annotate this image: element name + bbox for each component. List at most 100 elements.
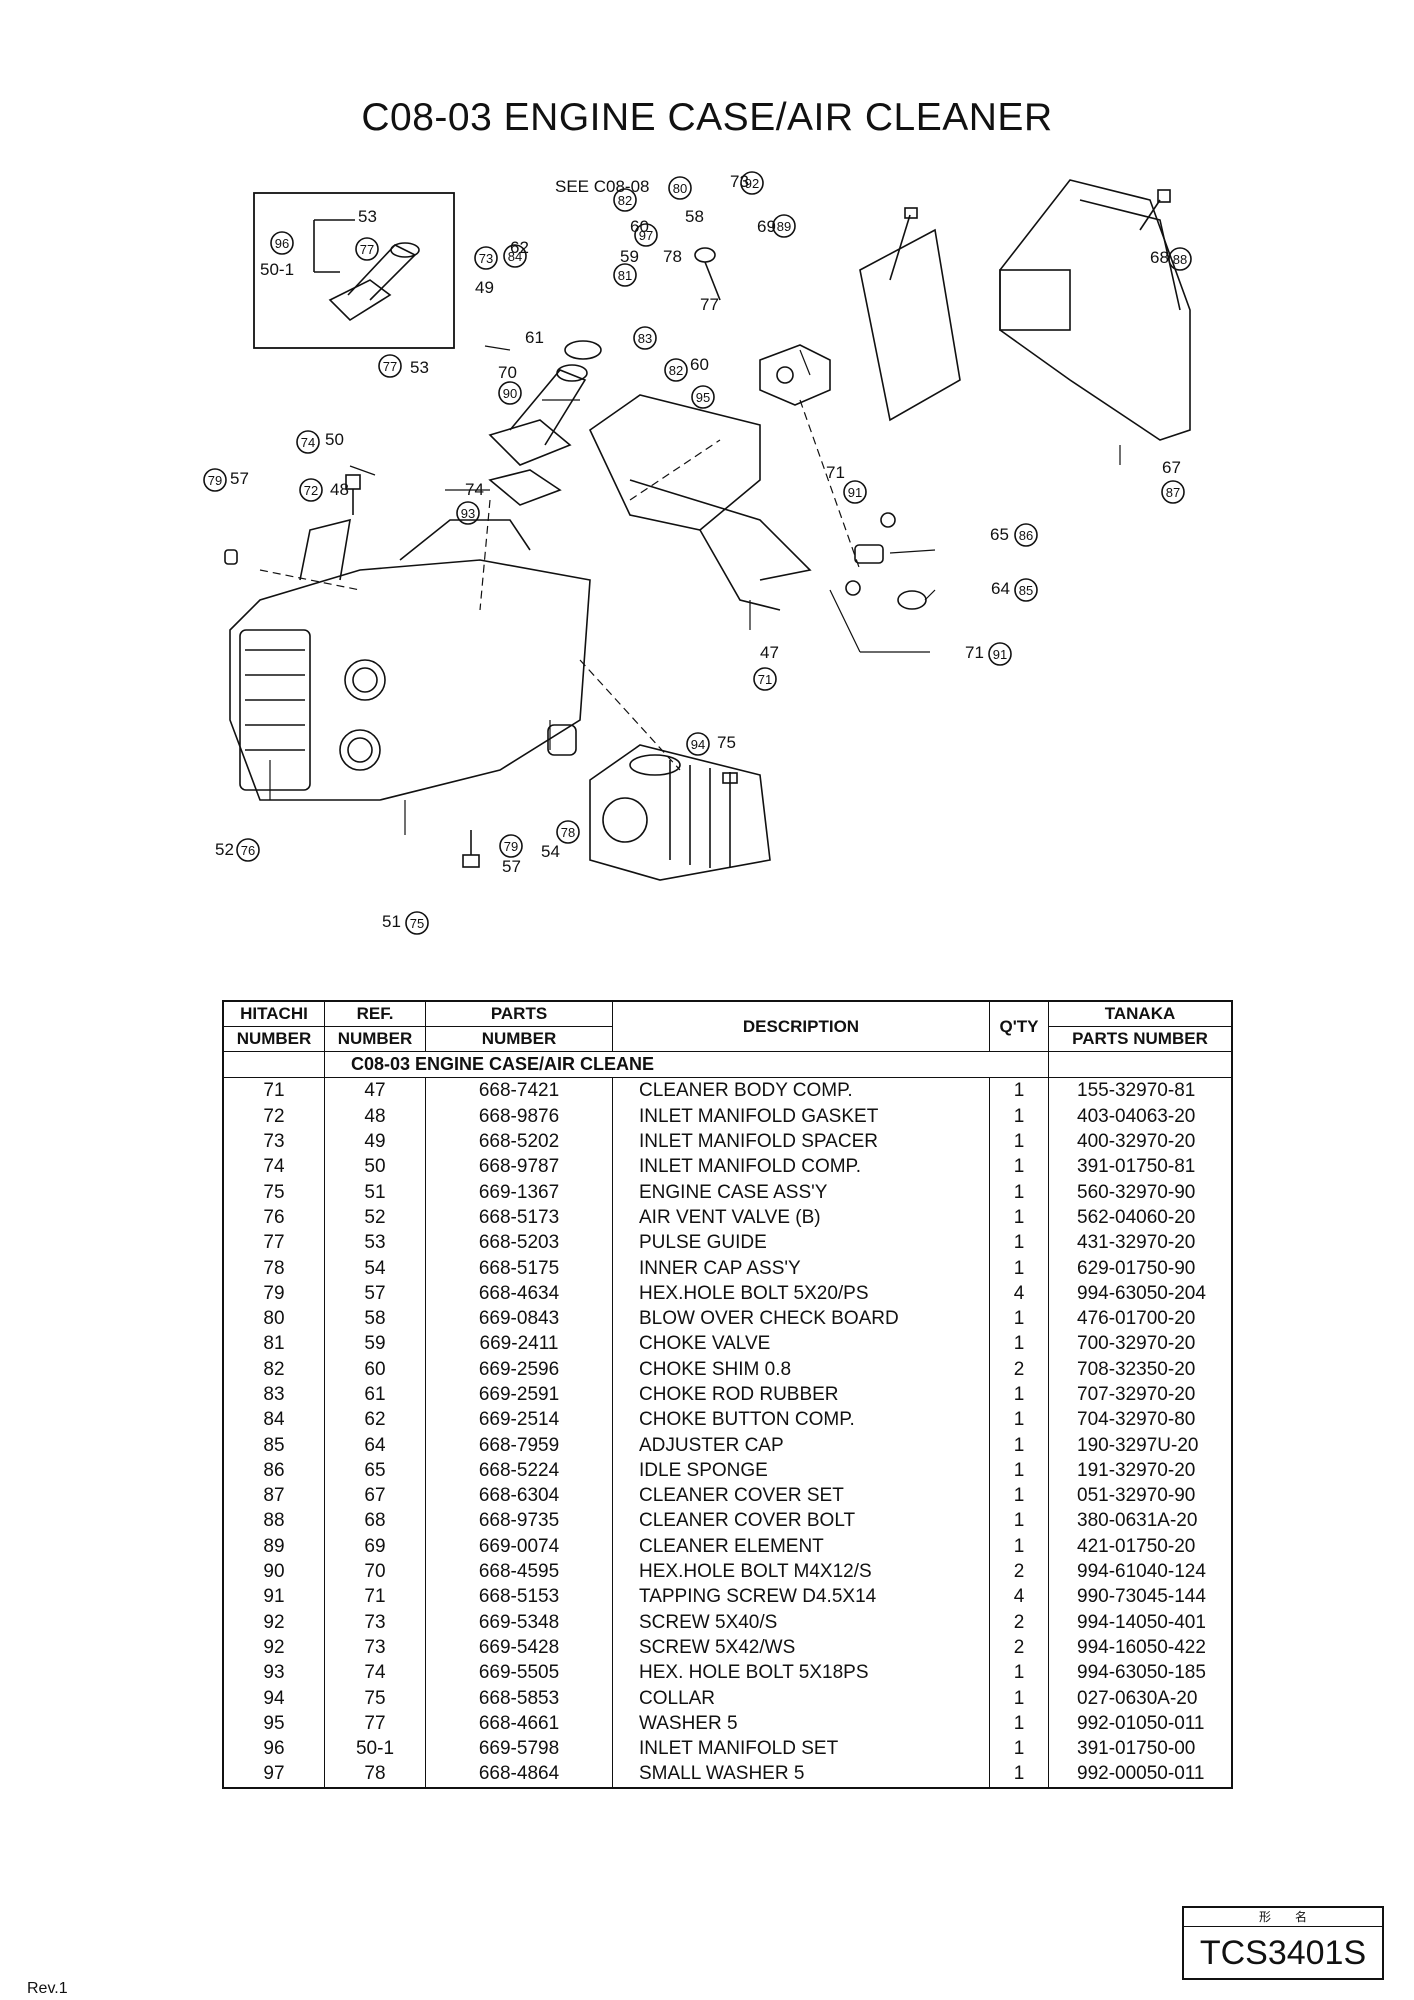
hitachi-number-cell: 92 (222, 1609, 325, 1635)
qty-cell: 1 (989, 1381, 1049, 1408)
circle-83: 83 (638, 331, 652, 346)
tanaka-number-cell: 560-32970-90 (1048, 1179, 1233, 1205)
description-cell: COLLAR (612, 1685, 990, 1711)
ref-number-cell: 53 (324, 1230, 426, 1256)
cleaner-body-drawing (588, 394, 812, 611)
description-cell: SMALL WASHER 5 (612, 1761, 990, 1788)
label-64: 64 (991, 579, 1010, 598)
choke-button-drawing (694, 247, 721, 301)
description-cell: INNER CAP ASS'Y (612, 1255, 990, 1281)
circle-77b: 77 (383, 359, 397, 374)
hitachi-number-cell: 76 (222, 1204, 325, 1231)
qty-cell: 1 (989, 1128, 1049, 1155)
hitachi-number-cell: 88 (222, 1508, 325, 1534)
description-cell: ENGINE CASE ASS'Y (612, 1179, 990, 1205)
parts-number-cell: 669-5348 (425, 1609, 613, 1635)
ref-number-cell: 65 (324, 1457, 426, 1484)
description-cell: HEX.HOLE BOLT 5X20/PS (612, 1280, 990, 1306)
inset-box (253, 192, 455, 349)
qty-cell: 2 (989, 1558, 1049, 1585)
description-cell: INLET MANIFOLD COMP. (612, 1154, 990, 1180)
circle-74: 74 (301, 435, 315, 450)
ref-number-cell: 71 (324, 1584, 426, 1610)
label-50: 50 (325, 430, 344, 449)
engine-case-drawing (229, 518, 591, 801)
description-cell: SCREW 5X40/S (612, 1609, 990, 1635)
tanaka-number-cell: 400-32970-20 (1048, 1128, 1233, 1155)
hitachi-number-cell: 83 (222, 1381, 325, 1408)
hitachi-number-cell: 90 (222, 1558, 325, 1585)
qty-cell: 1 (989, 1483, 1049, 1509)
label-78: 78 (663, 247, 682, 266)
parts-number-cell: 669-5428 (425, 1634, 613, 1661)
model-box: 形 名 TCS3401S (1182, 1906, 1384, 1980)
adjuster-cap-drawing (897, 590, 927, 610)
label-51: 51 (382, 912, 401, 931)
parts-number-cell: 669-5505 (425, 1660, 613, 1686)
description-cell: CLEANER ELEMENT (612, 1533, 990, 1559)
circle-72: 72 (304, 483, 318, 498)
parts-number-cell: 669-2514 (425, 1407, 613, 1433)
label-54: 54 (541, 842, 560, 861)
hitachi-number-cell: 81 (222, 1331, 325, 1357)
qty-cell: 1 (989, 1204, 1049, 1231)
qty-cell: 2 (989, 1356, 1049, 1382)
parts-number-cell: 668-5175 (425, 1255, 613, 1281)
ref-number-cell: 73 (324, 1634, 426, 1661)
description-cell: BLOW OVER CHECK BOARD (612, 1305, 990, 1332)
ref-number-cell: 64 (324, 1432, 426, 1458)
label-70: 70 (498, 363, 517, 382)
header-ref: REF. (324, 1000, 426, 1027)
ref-number-cell: 62 (324, 1407, 426, 1433)
description-cell: INLET MANIFOLD GASKET (612, 1103, 990, 1129)
qty-cell: 1 (989, 1407, 1049, 1433)
header-tanaka: TANAKA (1048, 1000, 1233, 1027)
hitachi-number-cell: 97 (222, 1761, 325, 1788)
label-60b: 60 (690, 355, 709, 374)
inset-manifold-drawing (328, 242, 420, 322)
model-label: 形 名 (1184, 1908, 1382, 1927)
label-53b: 53 (410, 358, 429, 377)
parts-number-cell: 669-2411 (425, 1331, 613, 1357)
parts-number-cell: 668-4864 (425, 1761, 613, 1788)
ref-number-cell: 48 (324, 1103, 426, 1129)
tanaka-number-cell: 051-32970-90 (1048, 1483, 1233, 1509)
circle-97: 97 (639, 228, 653, 243)
hitachi-number-cell: 74 (222, 1154, 325, 1180)
parts-number-cell: 668-5224 (425, 1457, 613, 1484)
description-cell: SCREW 5X42/WS (612, 1634, 990, 1661)
circle-75: 75 (410, 916, 424, 931)
ref-number-cell: 58 (324, 1305, 426, 1332)
tanaka-number-cell: 700-32970-20 (1048, 1331, 1233, 1357)
circle-77a: 77 (360, 242, 374, 257)
tanaka-number-cell: 994-16050-422 (1048, 1634, 1233, 1661)
parts-number-cell: 668-5853 (425, 1685, 613, 1711)
description-cell: CLEANER BODY COMP. (612, 1077, 990, 1104)
hitachi-number-cell: 75 (222, 1179, 325, 1205)
cleaner-cover-drawing (999, 179, 1191, 441)
circle-73: 73 (479, 251, 493, 266)
header-hitachi-number: NUMBER (222, 1026, 325, 1052)
ref-number-cell: 70 (324, 1558, 426, 1585)
circle-89: 89 (777, 219, 791, 234)
circle-85: 85 (1019, 583, 1033, 598)
description-cell: CLEANER COVER SET (612, 1483, 990, 1509)
hitachi-number-cell: 92 (222, 1634, 325, 1661)
inlet-manifold-drawing (488, 340, 602, 506)
circle-84: 84 (508, 249, 522, 264)
qty-cell: 1 (989, 1533, 1049, 1559)
